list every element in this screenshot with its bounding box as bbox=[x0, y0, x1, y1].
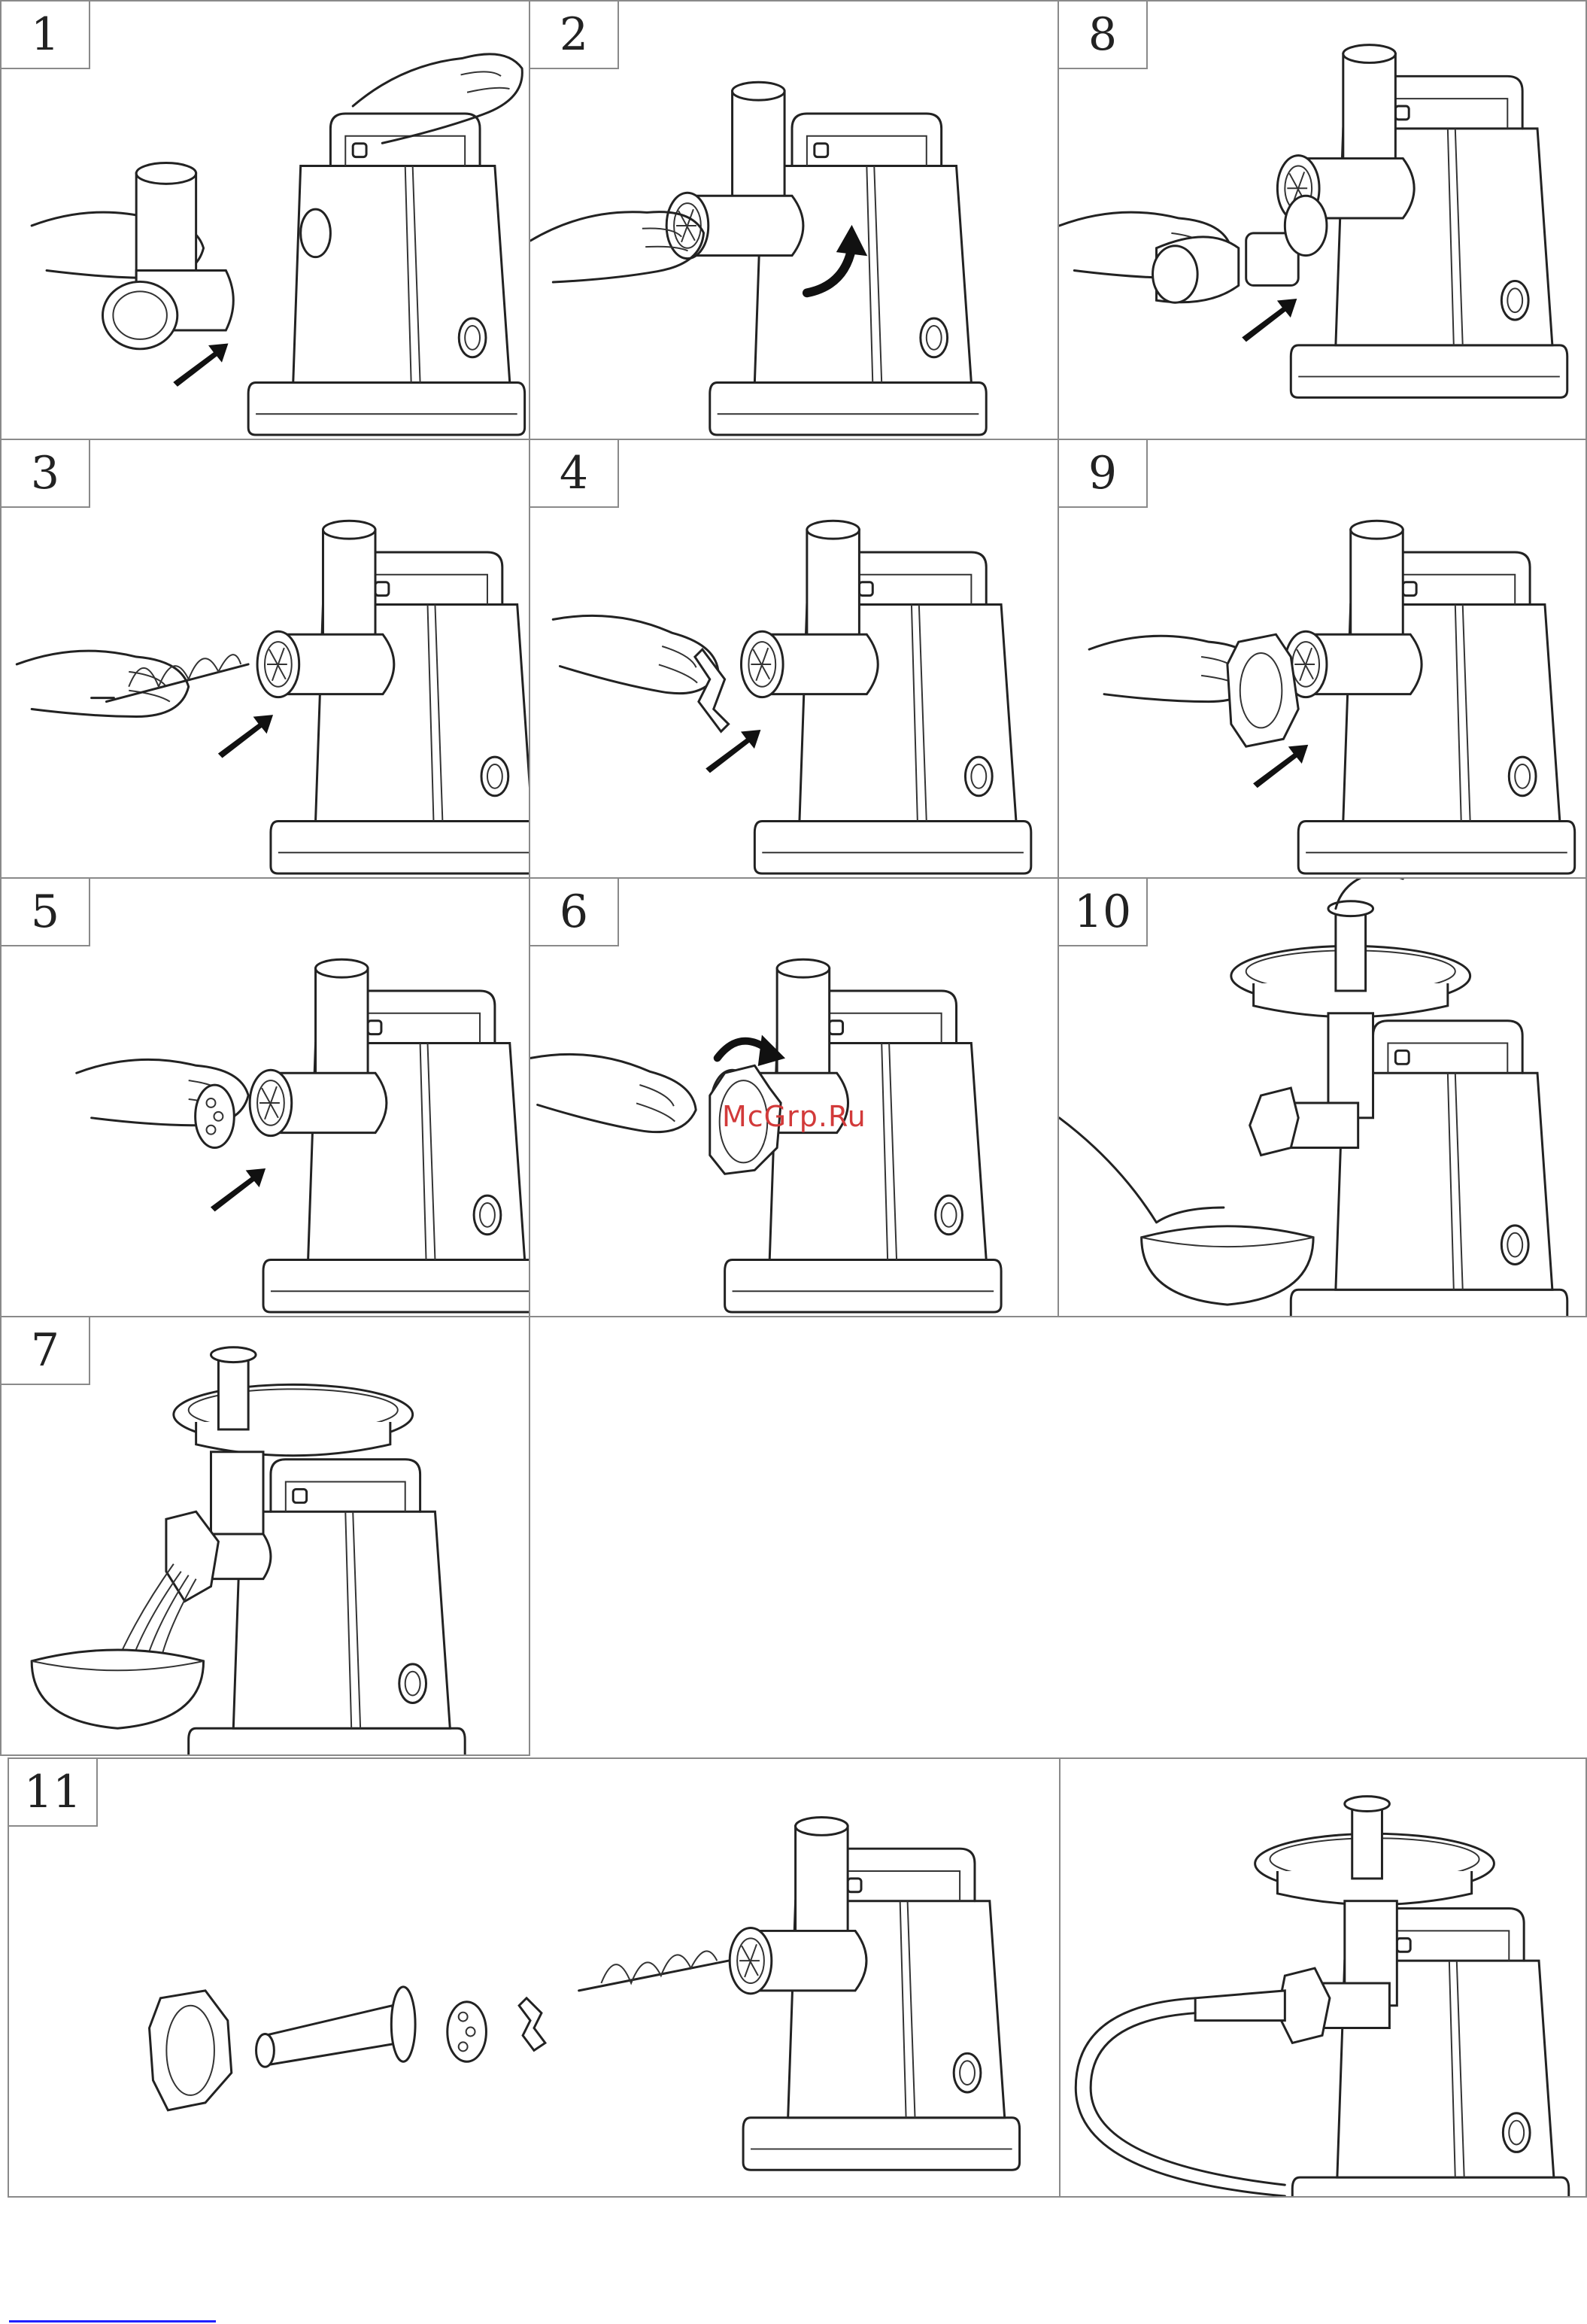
sausage-nozzle-part bbox=[265, 2006, 399, 2065]
step-panel-11: 11 bbox=[8, 1757, 1061, 2198]
step-panel-11-assembled bbox=[1059, 1757, 1587, 2198]
step-number: 9 bbox=[1059, 440, 1148, 508]
ring-nut-part bbox=[150, 1991, 232, 2110]
step-11-assembled-illustration bbox=[1061, 1759, 1585, 2196]
step-number: 6 bbox=[530, 879, 619, 946]
step-panel-9: 9 bbox=[1057, 439, 1587, 879]
watermark-text: McGrp.Ru bbox=[722, 1100, 866, 1133]
pusher-part bbox=[218, 1355, 248, 1429]
ring-nut-part bbox=[1227, 634, 1298, 746]
step-number: 3 bbox=[2, 440, 90, 508]
step-panel-3: 3 bbox=[0, 439, 530, 879]
step-number: 8 bbox=[1059, 2, 1148, 69]
step-number: 5 bbox=[2, 879, 90, 946]
step-panel-2: 2 bbox=[529, 0, 1059, 440]
step-panel-8: 8 bbox=[1057, 0, 1587, 440]
drive-socket bbox=[301, 209, 331, 257]
cross-blade-part bbox=[519, 1998, 545, 2051]
step-panel-4: 4 bbox=[529, 439, 1059, 879]
step-panel-5: 5 bbox=[0, 877, 530, 1317]
step-panel-1: 1 bbox=[0, 0, 530, 440]
pusher-part bbox=[1352, 1804, 1382, 1879]
step-number: 7 bbox=[2, 1317, 90, 1385]
step-number: 4 bbox=[530, 440, 619, 508]
pusher-part bbox=[1336, 909, 1366, 991]
bottom-link-underline[interactable] bbox=[9, 2320, 216, 2322]
sausage-nozzle-part bbox=[1195, 1991, 1285, 2021]
step-panel-7: 7 bbox=[0, 1316, 530, 1756]
step-number: 2 bbox=[530, 2, 619, 69]
step-number: 10 bbox=[1059, 879, 1148, 946]
step-11-illustration bbox=[9, 1759, 1059, 2196]
step-panel-6: 6 bbox=[529, 877, 1059, 1317]
step-panel-10: 10 bbox=[1057, 877, 1587, 1317]
step-number: 11 bbox=[9, 1759, 98, 1827]
step-number: 1 bbox=[2, 2, 90, 69]
